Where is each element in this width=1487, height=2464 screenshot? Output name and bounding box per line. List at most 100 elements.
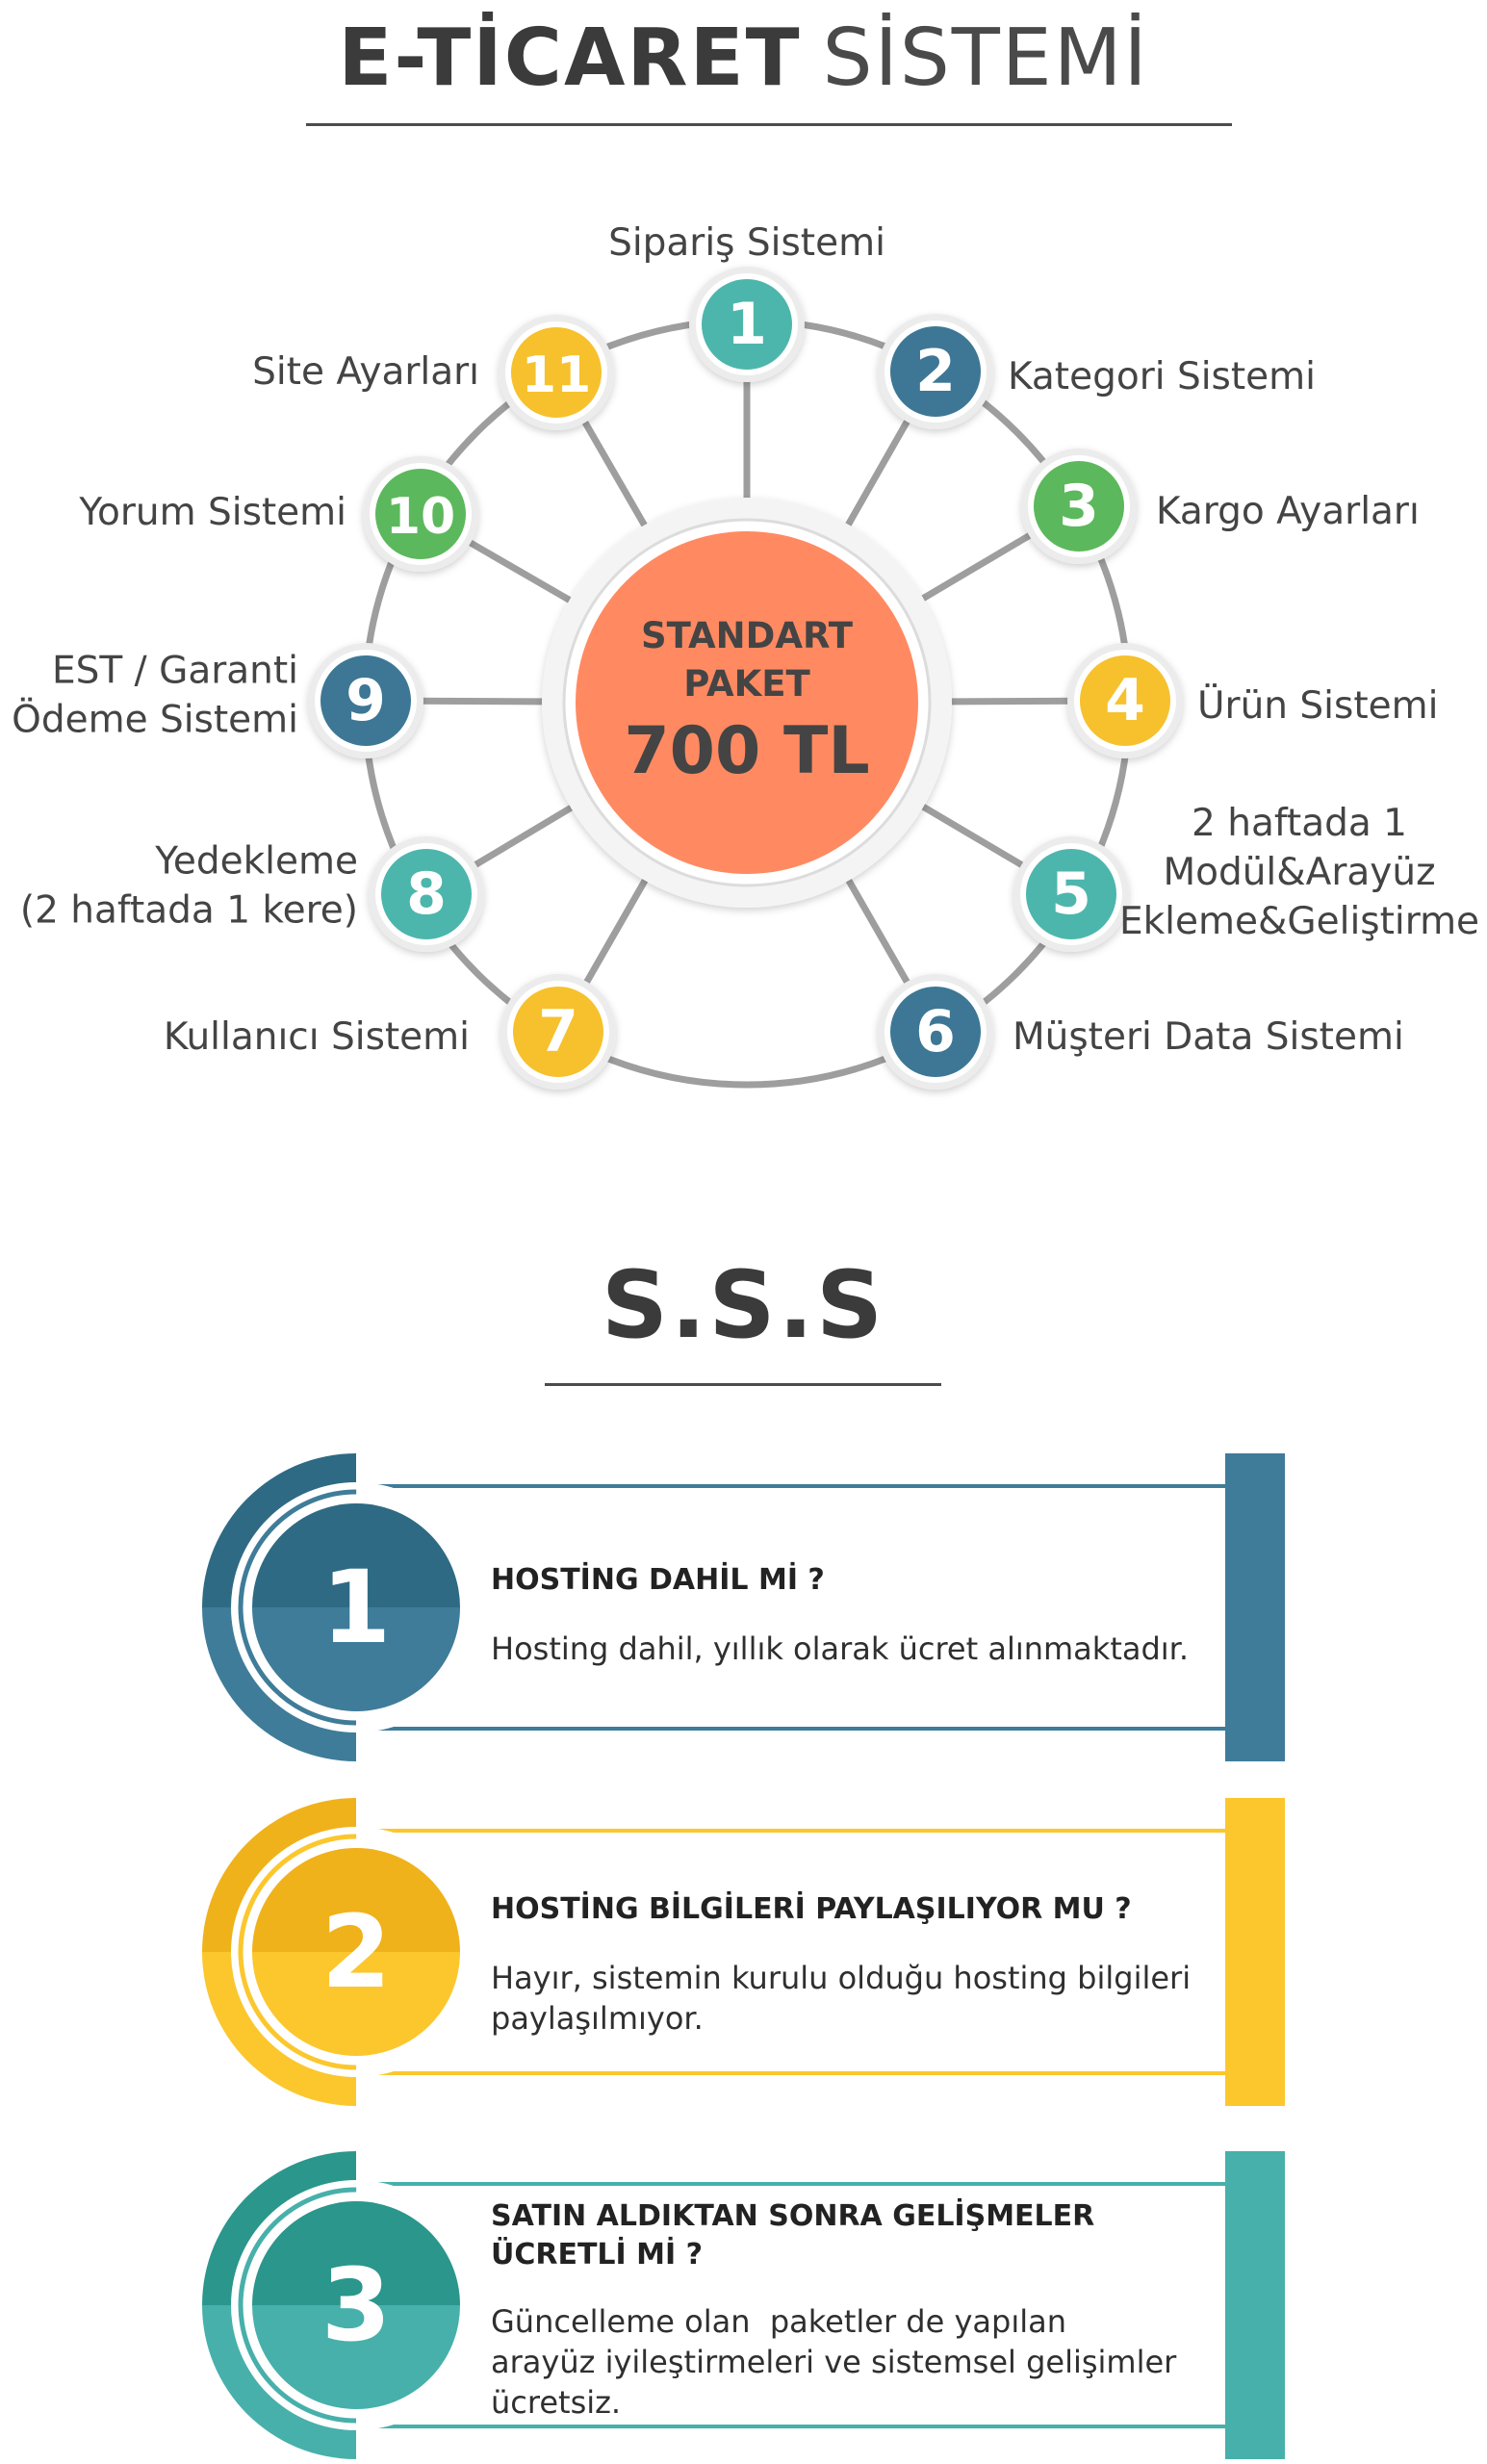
node-number: 5 (1051, 860, 1091, 928)
node-number: 8 (406, 860, 447, 928)
node-number: 1 (727, 291, 767, 358)
node-label: Ürün Sistemi (1197, 683, 1438, 728)
badge-disc-bottom (252, 2305, 460, 2409)
faq-answer: Hosting dahil, yıllık olarak ücret alınm… (491, 1629, 1232, 1669)
node-circle (1026, 849, 1116, 939)
node-circle (375, 469, 466, 559)
badge-disc-top (252, 2201, 460, 2305)
node-label: Yedekleme (2 haftada 1 kere) (20, 840, 358, 933)
faq-frame-bottom (356, 2425, 1232, 2428)
faq-question: HOSTİNG BİLGİLERİ PAYLAŞILIYOR MU ? (491, 1890, 1232, 1929)
node-circle (890, 987, 981, 1077)
feature-nodes: 1 Sipariş Sistemi 2 Kategori Sistemi 3 Kargo … (12, 221, 1479, 1090)
faq-item-1: 1 HOSTİNG DAHİL Mİ ? Hosting dahil, yıllık… (202, 1453, 1285, 1761)
node-circle (1080, 655, 1170, 746)
feature-node-2: 2 Kategori Sistemi (878, 314, 1316, 429)
faq-question-line: HOSTİNG DAHİL Mİ ? (491, 1563, 825, 1597)
faq-answer-line: paylaşılmıyor. (491, 2000, 704, 2037)
faq-frame-top (356, 1829, 1232, 1833)
center-price: 700 TL (624, 713, 869, 789)
node-number: 9 (346, 667, 386, 734)
node-label-line: Ekleme&Geliştirme (1119, 900, 1479, 943)
faq-frame-bottom (356, 2071, 1232, 2075)
badge-inner-arc (238, 1489, 474, 1726)
node-circle (511, 327, 602, 418)
faq-frame-top (356, 2182, 1232, 2186)
faq-answer-line: ücretsiz. (491, 2384, 622, 2421)
node-label-line: Kategori Sistemi (1008, 355, 1316, 398)
node-label: Yorum Sistemi (78, 491, 346, 534)
page-title-bold: E-TİCARET (338, 12, 802, 104)
feature-node-1: 1 Sipariş Sistemi (608, 221, 885, 382)
faq-question-line: HOSTİNG BİLGİLERİ PAYLAŞILIYOR MU ? (491, 1892, 1132, 1926)
node-number: 10 (386, 488, 455, 546)
node-number: 11 (522, 346, 591, 404)
node-label-line: Kullanıcı Sistemi (164, 1015, 470, 1059)
faq-question-line: SATIN ALDIKTAN SONRA GELİŞMELER (491, 2199, 1095, 2233)
faq-frame-top (356, 1484, 1232, 1488)
node-circle (381, 849, 472, 939)
faq-number-badge: 2 (202, 1798, 481, 2106)
node-label-line: Site Ayarları (252, 350, 479, 394)
badge-disc-top (252, 1848, 460, 1952)
node-label-line: (2 haftada 1 kere) (20, 889, 358, 933)
node-label-line: Yorum Sistemi (78, 491, 346, 534)
feature-node-8: 8 Yedekleme (2 haftada 1 kere) (20, 836, 484, 952)
node-label-line: Müşteri Data Sistemi (1013, 1015, 1404, 1059)
node-label-line: Yedekleme (154, 840, 358, 884)
feature-node-6: 6 Müşteri Data Sistemi (878, 974, 1404, 1090)
faq-answer: Hayır, sistemin kurulu olduğu hosting bi… (491, 1958, 1232, 2039)
node-circle (320, 655, 411, 746)
node-label: Kargo Ayarları (1156, 490, 1420, 533)
title-divider (306, 123, 1232, 126)
node-label: Sipariş Sistemi (608, 221, 885, 265)
feature-node-3: 3 Kargo Ayarları (1021, 449, 1420, 564)
node-number: 7 (538, 998, 578, 1065)
node-label: Kullanıcı Sistemi (164, 1015, 470, 1059)
node-label-line: Ürün Sistemi (1197, 683, 1438, 728)
faq-number: 1 (321, 1549, 391, 1666)
faq-answer-line: Hosting dahil, yıllık olarak ücret alınm… (491, 1630, 1190, 1667)
node-label-line: Modül&Arayüz (1163, 851, 1435, 894)
badge-inner-arc (238, 2187, 474, 2424)
center-line1: STANDART (641, 615, 854, 656)
faq-side-bar (1225, 2151, 1285, 2459)
node-circle (890, 326, 981, 417)
node-label-line: Kargo Ayarları (1156, 490, 1420, 533)
faq-item-2: 2 HOSTİNG BİLGİLERİ PAYLAŞILIYOR MU ? Hayı… (202, 1798, 1285, 2106)
feature-node-10: 10 Yorum Sistemi (78, 456, 478, 572)
node-number: 6 (915, 998, 956, 1065)
badge-disc-top (252, 1503, 460, 1607)
faq-question: HOSTİNG DAHİL Mİ ? (491, 1561, 1232, 1600)
page-title-light: SİSTEMİ (822, 12, 1149, 104)
faq-answer-line: Güncelleme olan paketler de yapılan (491, 2303, 1066, 2340)
node-label-line: 2 haftada 1 (1192, 802, 1407, 845)
faq-number-badge: 1 (202, 1453, 481, 1761)
node-label: Müşteri Data Sistemi (1013, 1015, 1404, 1059)
node-number: 3 (1059, 473, 1099, 540)
node-circle (1034, 461, 1124, 552)
center-line2: PAKET (683, 663, 810, 705)
faq-number: 2 (321, 1893, 391, 2011)
node-label-line: EST / Garanti (52, 650, 298, 693)
node-number: 2 (915, 338, 956, 405)
badge-inner-arc (238, 1834, 474, 2070)
node-label-line: Sipariş Sistemi (608, 221, 885, 265)
node-label: Site Ayarları (252, 350, 479, 394)
feature-node-7: 7 Kullanıcı Sistemi (164, 974, 616, 1090)
center-circle (576, 531, 918, 874)
faq-side-bar (1225, 1798, 1285, 2106)
node-circle (513, 987, 603, 1077)
faq-side-bar (1225, 1453, 1285, 1761)
badge-disc-bottom (252, 1952, 460, 2056)
node-circle (702, 279, 792, 370)
